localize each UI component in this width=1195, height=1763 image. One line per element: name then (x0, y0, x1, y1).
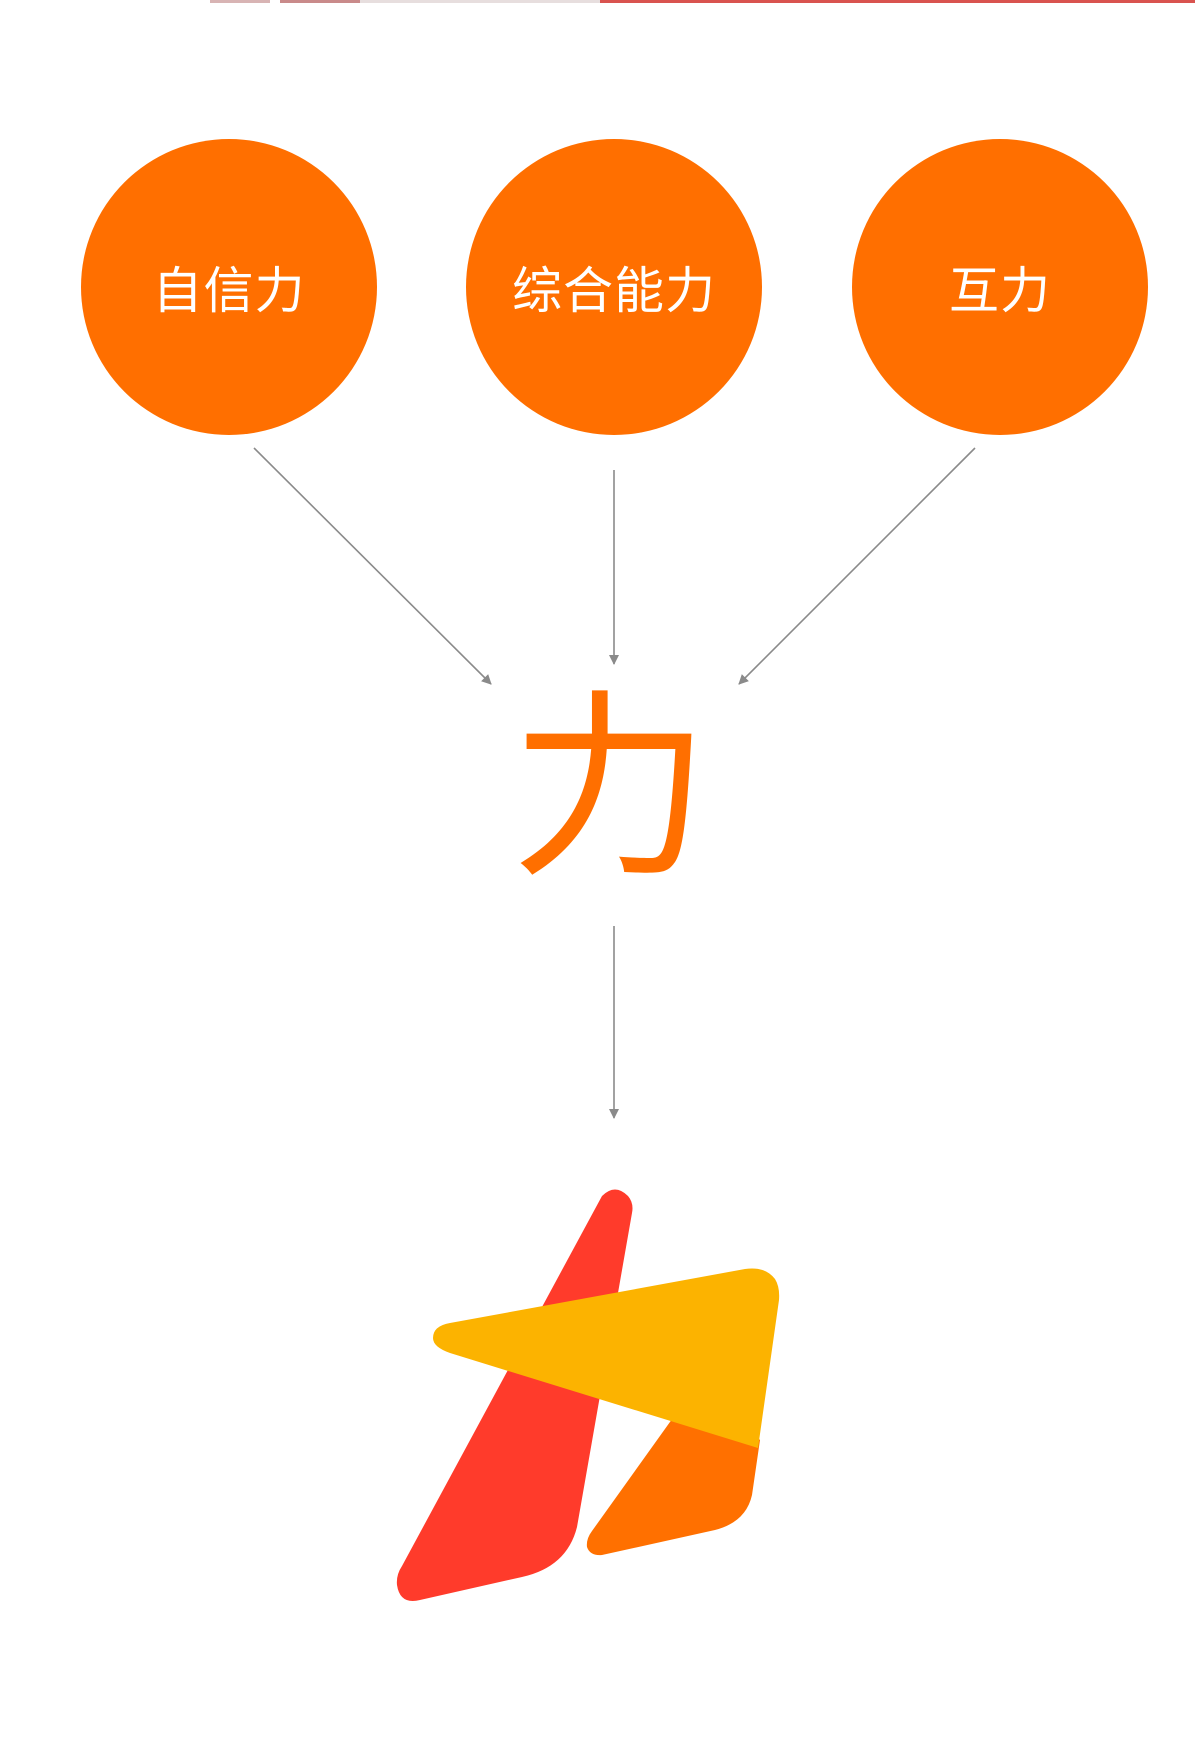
strip-segment (600, 0, 1195, 3)
li-brand-logo-icon (396, 1189, 780, 1601)
circle-mutual-power: 互力 (852, 139, 1148, 435)
circle-label: 自信力 (152, 262, 306, 320)
logo-yellow-stroke (433, 1268, 780, 1448)
circle-comprehensive-ability: 综合能力 (466, 139, 762, 435)
logo-red-stroke (396, 1189, 633, 1601)
circle-label: 综合能力 (512, 262, 716, 320)
circle-self-confidence: 自信力 (81, 139, 377, 435)
strip-segment (280, 0, 360, 3)
top-decorative-strip (0, 0, 1195, 3)
result-character: 力 (509, 673, 710, 906)
strip-segment (360, 0, 600, 3)
circle-label: 互力 (949, 262, 1051, 320)
arrow-left-to-center (253, 447, 492, 685)
strip-segment (210, 0, 270, 3)
arrow-right-to-center (738, 447, 976, 685)
